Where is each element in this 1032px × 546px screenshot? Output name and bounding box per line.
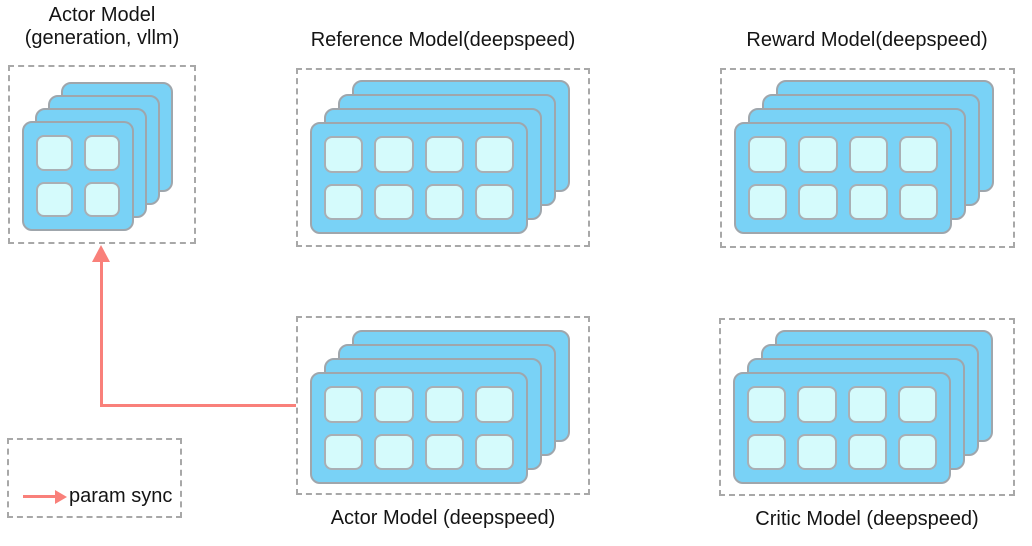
critic-gpu-grid (735, 374, 949, 482)
gpu-cell (798, 183, 838, 220)
model-title-reward: Reward Model(deepspeed) (718, 29, 1016, 52)
legend-box: param sync (7, 438, 182, 518)
gpu-cell (897, 433, 937, 470)
gpu-cell (474, 386, 514, 423)
gpu-cell (424, 386, 464, 423)
gpu-cell (847, 433, 887, 470)
actor-deepspeed-worker-card-1 (310, 372, 528, 484)
gpu-cell (324, 386, 364, 423)
model-title-line: (generation, vllm) (24, 27, 180, 49)
gpu-cell (797, 386, 837, 423)
gpu-cell (798, 136, 838, 173)
worker-stack-reference (310, 80, 570, 234)
worker-stack-reward (734, 80, 994, 234)
gpu-cell (474, 183, 514, 220)
gpu-cell (747, 433, 787, 470)
gpu-cell (474, 433, 514, 470)
gpu-cell (374, 433, 414, 470)
gpu-cell (374, 183, 414, 220)
reference-gpu-grid (312, 124, 526, 232)
model-title-actor-deepspeed: Actor Model (deepspeed) (286, 507, 600, 530)
gpu-cell (848, 183, 888, 220)
gpu-cell (898, 183, 938, 220)
reward-worker-card-1 (734, 122, 952, 234)
reward-gpu-grid (736, 124, 950, 232)
gpu-cell (797, 433, 837, 470)
gpu-cell (83, 135, 120, 171)
model-title-actor-vllm: Actor Model (generation, vllm) (8, 4, 196, 50)
model-box-reward (720, 68, 1015, 248)
gpu-cell (424, 433, 464, 470)
legend-entry-param-sync: param sync (23, 485, 172, 508)
gpu-cell (324, 136, 364, 173)
model-title-line: Actor Model (48, 4, 156, 26)
model-title-line: Critic Model (deepspeed) (755, 508, 979, 530)
gpu-cell (847, 386, 887, 423)
param-sync-arrow-vertical-segment (100, 259, 103, 407)
model-box-reference (296, 68, 590, 247)
param-sync-arrow-horizontal-segment (100, 404, 296, 407)
gpu-cell (374, 136, 414, 173)
gpu-cell (748, 183, 788, 220)
model-box-actor-vllm (8, 65, 196, 244)
model-title-reference: Reference Model(deepspeed) (296, 29, 590, 52)
gpu-cell (898, 136, 938, 173)
actor-deepspeed-gpu-grid (312, 374, 526, 482)
model-title-line: Actor Model (deepspeed) (330, 507, 556, 529)
gpu-cell (374, 386, 414, 423)
gpu-cell (848, 136, 888, 173)
param-sync-arrowhead-icon (92, 245, 110, 262)
actor-vllm-gpu-grid (24, 123, 132, 229)
gpu-cell (36, 135, 73, 171)
model-title-critic: Critic Model (deepspeed) (707, 508, 1027, 531)
param-sync-legend-arrow-icon (23, 489, 67, 504)
legend-label: param sync (69, 485, 173, 507)
worker-stack-actor-vllm (22, 82, 173, 231)
gpu-cell (324, 433, 364, 470)
gpu-cell (324, 183, 364, 220)
worker-stack-critic (733, 330, 993, 484)
gpu-cell (83, 181, 120, 217)
gpu-cell (424, 183, 464, 220)
gpu-cell (36, 181, 73, 217)
model-box-actor-deepspeed (296, 316, 590, 495)
model-box-critic (719, 318, 1015, 496)
gpu-cell (424, 136, 464, 173)
gpu-cell (897, 386, 937, 423)
gpu-cell (748, 136, 788, 173)
model-title-line: Reward Model(deepspeed) (746, 29, 988, 51)
gpu-cell (747, 386, 787, 423)
worker-stack-actor-deepspeed (310, 330, 570, 484)
reference-worker-card-1 (310, 122, 528, 234)
gpu-cell (474, 136, 514, 173)
param-sync-legend-arrowhead-icon (55, 489, 67, 504)
model-title-line: Reference Model(deepspeed) (310, 29, 576, 51)
actor-vllm-worker-card-1 (22, 121, 134, 231)
critic-worker-card-1 (733, 372, 951, 484)
